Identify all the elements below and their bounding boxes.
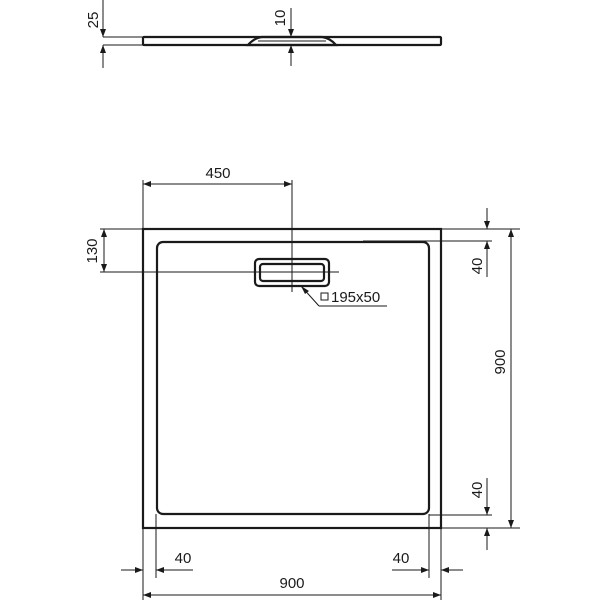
drain-size-label: 195x50 bbox=[331, 289, 380, 306]
arrow-icon bbox=[100, 29, 106, 37]
arrow-icon bbox=[101, 264, 107, 272]
arrow-icon bbox=[288, 45, 294, 53]
drain-offset-x-label: 450 bbox=[205, 165, 230, 182]
arrow-icon bbox=[156, 567, 164, 573]
basin-outline bbox=[155, 240, 431, 516]
arrow-icon bbox=[100, 45, 106, 53]
arrow-icon bbox=[288, 29, 294, 37]
drain-profile bbox=[245, 35, 339, 47]
drain-depth-label: 10 bbox=[272, 10, 289, 27]
width-label: 900 bbox=[279, 575, 304, 592]
plan-view: 450 130 195x50 40 900 40 bbox=[84, 165, 520, 600]
arrow-icon bbox=[143, 592, 151, 598]
rim-left-label: 40 bbox=[175, 550, 192, 567]
side-height-label: 25 bbox=[85, 12, 102, 29]
arrow-icon bbox=[433, 592, 441, 598]
arrow-icon bbox=[508, 520, 514, 528]
rim-bottom-label: 40 bbox=[469, 482, 486, 499]
side-view: 25 10 bbox=[85, 0, 443, 68]
drain-offset-y-label: 130 bbox=[84, 238, 101, 263]
arrow-icon bbox=[143, 181, 151, 187]
arrow-icon bbox=[421, 567, 429, 573]
arrow-icon bbox=[301, 286, 309, 294]
arrow-icon bbox=[135, 567, 143, 573]
depth-label: 900 bbox=[492, 349, 509, 374]
arrow-icon bbox=[284, 181, 292, 187]
arrow-icon bbox=[508, 229, 514, 237]
arrow-icon bbox=[484, 507, 490, 515]
rim-top-label: 40 bbox=[469, 258, 486, 275]
arrow-icon bbox=[484, 241, 490, 249]
arrow-icon bbox=[484, 528, 490, 536]
rim-right-label: 40 bbox=[393, 550, 410, 567]
arrow-icon bbox=[441, 567, 449, 573]
arrow-icon bbox=[101, 229, 107, 237]
square-icon bbox=[320, 292, 329, 301]
arrow-icon bbox=[484, 221, 490, 229]
